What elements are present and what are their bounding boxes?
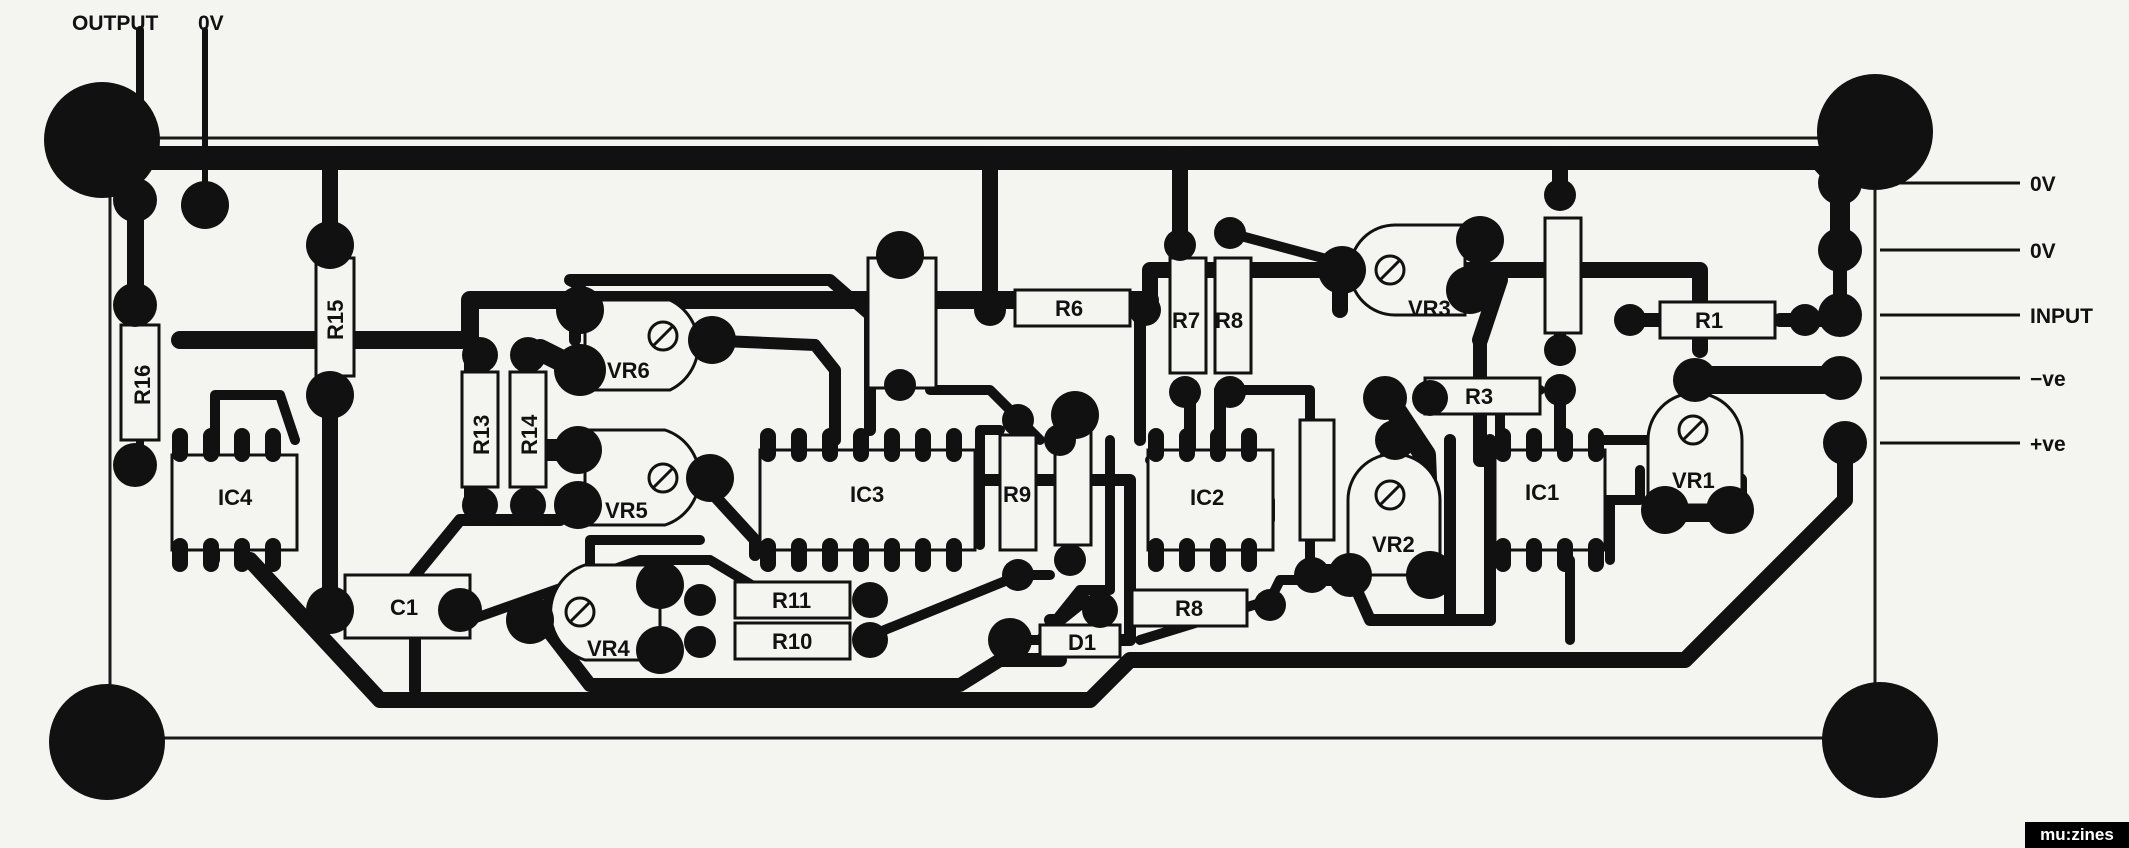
label-vr4: VR4: [587, 636, 631, 661]
r7-body: [1168, 256, 1208, 375]
r10-body: [733, 621, 852, 661]
component-labels: R16 R15 R13 R14 R6 R7 R8 R1 R3 R8 R11 R1…: [130, 296, 1723, 661]
r12-body: [866, 256, 938, 390]
mounting-hole-bottom-right: [1822, 682, 1938, 798]
edge-connector-leads: [1880, 181, 2020, 445]
mounting-hole-top-right: [1817, 74, 1933, 190]
mounting-hole-bottom-left: [49, 684, 165, 800]
r14-body: [508, 370, 548, 489]
label-r13: R13: [469, 415, 494, 455]
label-neg-ve: −ve: [2030, 368, 2066, 391]
label-r1: R1: [1695, 308, 1723, 333]
label-vr6: VR6: [607, 358, 650, 383]
r4-body: [1298, 418, 1336, 542]
track: [533, 613, 1067, 692]
label-r15: R15: [323, 300, 348, 340]
ic3-footprint: [758, 428, 977, 572]
r8-body: [1130, 588, 1249, 628]
label-r11: R11: [772, 588, 811, 613]
label-0v-top: 0V: [198, 12, 224, 35]
solder-pads: [113, 161, 1867, 674]
edge-labels: OUTPUT 0V 0V 0V INPUT −ve +ve: [72, 12, 2093, 456]
label-vr3: VR3: [1408, 296, 1451, 321]
label-ic4: IC4: [218, 485, 253, 510]
vr2-footprint: [1346, 452, 1442, 577]
label-vr2: VR2: [1372, 532, 1415, 557]
label-vr1: VR1: [1672, 468, 1715, 493]
ic-footprints: [170, 428, 1607, 572]
r8a-body: [1213, 256, 1253, 375]
label-r3: R3: [1465, 384, 1493, 409]
label-r16: R16: [130, 365, 155, 405]
track: [1444, 434, 1496, 626]
label-ic3: IC3: [850, 482, 884, 507]
r15-body: [314, 256, 356, 378]
label-c1: C1: [390, 595, 418, 620]
label-input: INPUT: [2030, 305, 2093, 328]
label-ic2: IC2: [1190, 485, 1224, 510]
label-0v-right-1: 0V: [2030, 173, 2056, 196]
label-0v-right-2: 0V: [2030, 240, 2056, 263]
ic2-footprint: [1146, 428, 1275, 572]
label-r6: R6: [1055, 296, 1083, 321]
track: [694, 334, 841, 446]
d1-body: [1038, 623, 1122, 659]
label-r9: R9: [1003, 482, 1031, 507]
label-r10: R10: [772, 629, 812, 654]
label-r14: R14: [517, 414, 542, 455]
ic4-footprint: [170, 428, 299, 572]
vr1-footprint: [1646, 391, 1744, 507]
track-pos-ve: [242, 437, 1853, 708]
label-output: OUTPUT: [72, 12, 159, 35]
label-d1: D1: [1068, 630, 1096, 655]
track: [975, 425, 1005, 550]
track: [1225, 228, 1335, 265]
track: [1344, 434, 1496, 626]
mounting-hole-top-left: [44, 82, 160, 198]
label-pos-ve: +ve: [2030, 433, 2066, 456]
label-r8: R8: [1175, 596, 1203, 621]
mounting-holes: [44, 74, 1938, 800]
board-outline: [108, 136, 1877, 740]
track: [1044, 594, 1091, 626]
r1-body: [1658, 300, 1777, 340]
muzines-watermark: mu:zines: [2025, 822, 2129, 848]
r6-body: [1013, 288, 1132, 328]
label-r8a: R8: [1215, 308, 1243, 333]
label-ic1: IC1: [1525, 480, 1559, 505]
ic1-footprint: [1493, 428, 1607, 572]
r11-body: [733, 580, 852, 620]
label-vr5: VR5: [605, 498, 648, 523]
r2-body: [1543, 216, 1583, 335]
label-r7: R7: [1172, 308, 1200, 333]
